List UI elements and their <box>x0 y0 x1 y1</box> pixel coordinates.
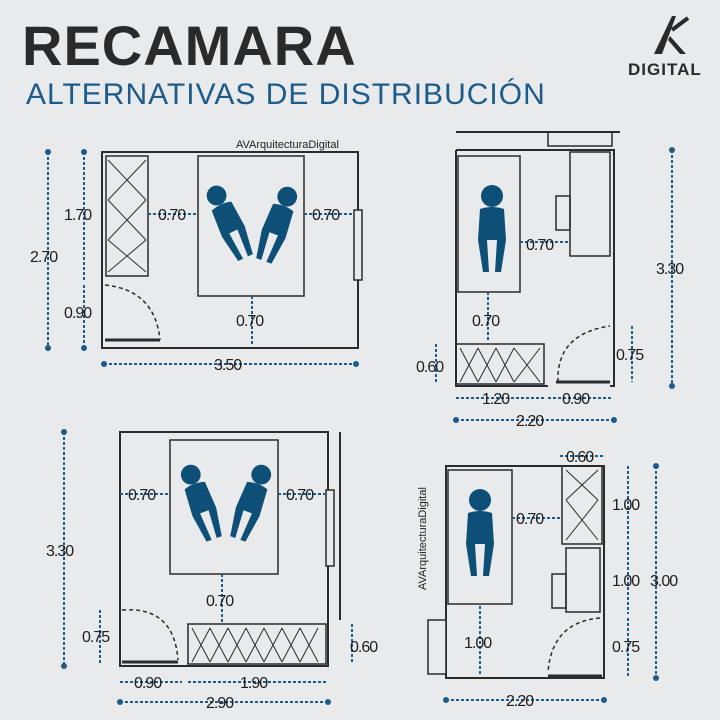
plan-top-right-figures <box>478 185 506 272</box>
dim-br-gap-bottom: 1.00 <box>464 635 492 652</box>
dim-br-door: 0.75 <box>612 639 640 656</box>
dim-tl-gap-right: 0.70 <box>312 207 340 224</box>
plan-bottom-right-figures <box>466 489 494 576</box>
dim-tr-closet-depth: 0.60 <box>416 359 444 376</box>
plan-bottom-right <box>427 465 605 679</box>
dim-bl-closet-width: 1.90 <box>240 675 268 692</box>
dim-bl-door-width: 0.90 <box>134 675 162 692</box>
dim-br-closet-depth: 0.60 <box>566 449 594 466</box>
dim-bl-width: 2.90 <box>206 695 234 712</box>
plan-bottom-left <box>119 431 341 667</box>
dim-bl-gap-left: 0.70 <box>128 487 156 504</box>
dim-bl-height: 3.30 <box>46 543 74 560</box>
dim-tl-closet: 1.70 <box>64 207 92 224</box>
dim-tr-closet-width: 1.20 <box>482 391 510 408</box>
dim-tr-width: 2.20 <box>516 413 544 430</box>
watermark-top: AVArquitecturaDigital <box>236 139 339 151</box>
plan-bottom-left-figures <box>175 461 277 544</box>
dim-tl-door: 0.90 <box>64 305 92 322</box>
page-title: RECAMARA <box>22 14 357 77</box>
dim-tr-door: 0.75 <box>616 347 644 364</box>
dim-tr-gap-bottom: 0.70 <box>472 313 500 330</box>
dimension-dots <box>45 147 675 705</box>
dim-tl-width: 3.50 <box>214 357 242 374</box>
dim-br-total: 3.00 <box>650 573 678 590</box>
dim-br-width: 2.20 <box>506 693 534 710</box>
dim-tr-height: 3.30 <box>656 261 684 278</box>
dim-br-gap-side: 0.70 <box>516 511 544 528</box>
plan-top-right <box>455 131 620 387</box>
dim-bl-door: 0.75 <box>82 629 110 646</box>
dim-bl-gap-bottom: 0.70 <box>206 593 234 610</box>
dim-br-desk: 1.00 <box>612 573 640 590</box>
dim-tl-gap-left: 0.70 <box>158 207 186 224</box>
watermark-side: AVArquitecturaDigital <box>417 487 429 590</box>
dim-tl-gap-bottom: 0.70 <box>236 313 264 330</box>
dim-br-closet: 1.00 <box>612 497 640 514</box>
brand-logo-icon <box>654 16 690 54</box>
dim-tr-gap-side: 0.70 <box>526 237 554 254</box>
dim-bl-gap-right: 0.70 <box>286 487 314 504</box>
page-subtitle: ALTERNATIVAS DE DISTRIBUCIÓN <box>26 78 546 111</box>
brand-label: DIGITAL <box>628 60 702 79</box>
dim-tl-height: 2.70 <box>30 249 58 266</box>
dim-bl-closet-depth: 0.60 <box>350 639 378 656</box>
dim-tr-door-width: 0.90 <box>562 391 590 408</box>
plan-top-left-figures <box>200 181 303 266</box>
